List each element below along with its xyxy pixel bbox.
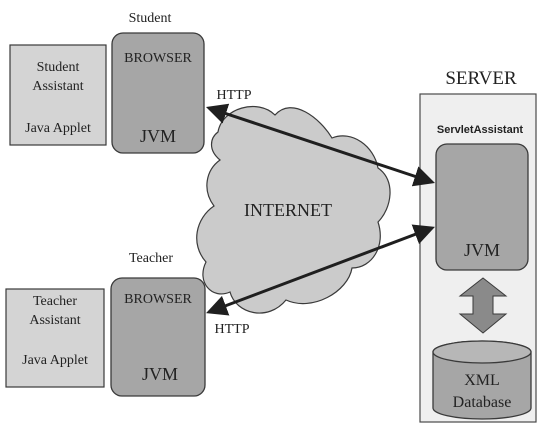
internet-label: INTERNET [244, 200, 332, 220]
teacher-assistant-box [5, 288, 105, 388]
server-jvm-box [435, 143, 529, 271]
teacher-title: Teacher [129, 251, 173, 266]
db-label-line2: Database [453, 394, 512, 411]
student-assistant-line1: Student [37, 60, 80, 75]
student-assistant-box [9, 44, 107, 146]
teacher-applet-label: Java Applet [22, 353, 88, 368]
student-browser-label: BROWSER [124, 51, 192, 66]
db-label-line1: XML [464, 372, 500, 389]
servlet-label: ServletAssistant [437, 124, 524, 136]
server-db-double-arrow [458, 277, 508, 334]
teacher-jvm-label: JVM [142, 364, 178, 384]
xml-database-top [432, 340, 532, 364]
server-title: SERVER [445, 68, 517, 89]
student-jvm-label: JVM [140, 126, 176, 146]
student-assistant-line2: Assistant [32, 79, 83, 94]
teacher-assistant-line2: Assistant [29, 313, 80, 328]
http-bottom-label: HTTP [215, 322, 250, 337]
teacher-http-arrow [206, 224, 435, 316]
student-applet-label: Java Applet [25, 121, 91, 136]
http-top-label: HTTP [217, 88, 252, 103]
teacher-browser-box [110, 277, 206, 397]
teacher-browser-label: BROWSER [124, 292, 192, 307]
server-jvm-label: JVM [464, 240, 500, 260]
teacher-assistant-line1: Teacher [33, 294, 77, 309]
student-http-arrow [206, 103, 435, 187]
student-title: Student [129, 11, 172, 26]
student-browser-box [111, 32, 205, 154]
